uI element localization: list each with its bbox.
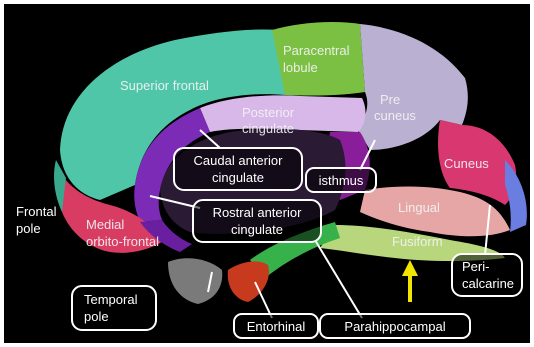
precuneus-label-line2: cuneus: [374, 108, 416, 123]
precuneus-label-line1: Pre: [380, 92, 400, 107]
frontal-pole-label-line2: pole: [16, 221, 41, 236]
pericalcarine-label-line1: Peri-: [462, 259, 489, 274]
pericalcarine-label-line2: calcarine: [462, 276, 514, 291]
temporal-pole-label-line1: Temporal: [84, 292, 138, 307]
caudal-anterior-cingulate-label-line2: cingulate: [212, 170, 264, 185]
medial-orbitofrontal-label-line2: orbito-frontal: [86, 234, 159, 249]
entorhinal-label: Entorhinal: [247, 319, 306, 334]
label-box-pericalcarine: Peri- calcarine: [452, 254, 522, 296]
label-box-temporal-pole: Temporal pole: [72, 286, 156, 330]
superior-frontal-label: Superior frontal: [120, 78, 209, 93]
rostral-anterior-cingulate-label-line1: Rostral anterior: [213, 205, 303, 220]
posterior-cingulate-label-line2: cingulate: [242, 121, 294, 136]
label-box-entorhinal: Entorhinal: [234, 314, 318, 338]
isthmus-label: isthmus: [319, 173, 364, 188]
label-box-isthmus: isthmus: [306, 168, 376, 192]
medial-orbitofrontal-label-line1: Medial: [86, 217, 124, 232]
frontal-pole-label-line1: Frontal: [16, 204, 57, 219]
label-box-caudal-anterior-cingulate: Caudal anterior cingulate: [174, 148, 302, 190]
lingual-label: Lingual: [398, 200, 440, 215]
rostral-anterior-cingulate-label-line2: cingulate: [231, 222, 283, 237]
caudal-anterior-cingulate-label-line1: Caudal anterior: [194, 153, 284, 168]
parahippocampal-label: Parahippocampal: [344, 319, 445, 334]
paracentral-label-line2: lobule: [283, 60, 318, 75]
paracentral-label-line1: Paracentral: [283, 43, 350, 58]
label-box-parahippocampal: Parahippocampal: [320, 314, 470, 338]
temporal-pole-label-line2: pole: [84, 309, 109, 324]
cuneus-label: Cuneus: [444, 156, 489, 171]
region-paracentral: [272, 22, 365, 96]
label-box-rostral-anterior-cingulate: Rostral anterior cingulate: [193, 200, 321, 242]
fusiform-label: Fusiform: [392, 234, 443, 249]
posterior-cingulate-label-line1: Posterior: [242, 105, 295, 120]
